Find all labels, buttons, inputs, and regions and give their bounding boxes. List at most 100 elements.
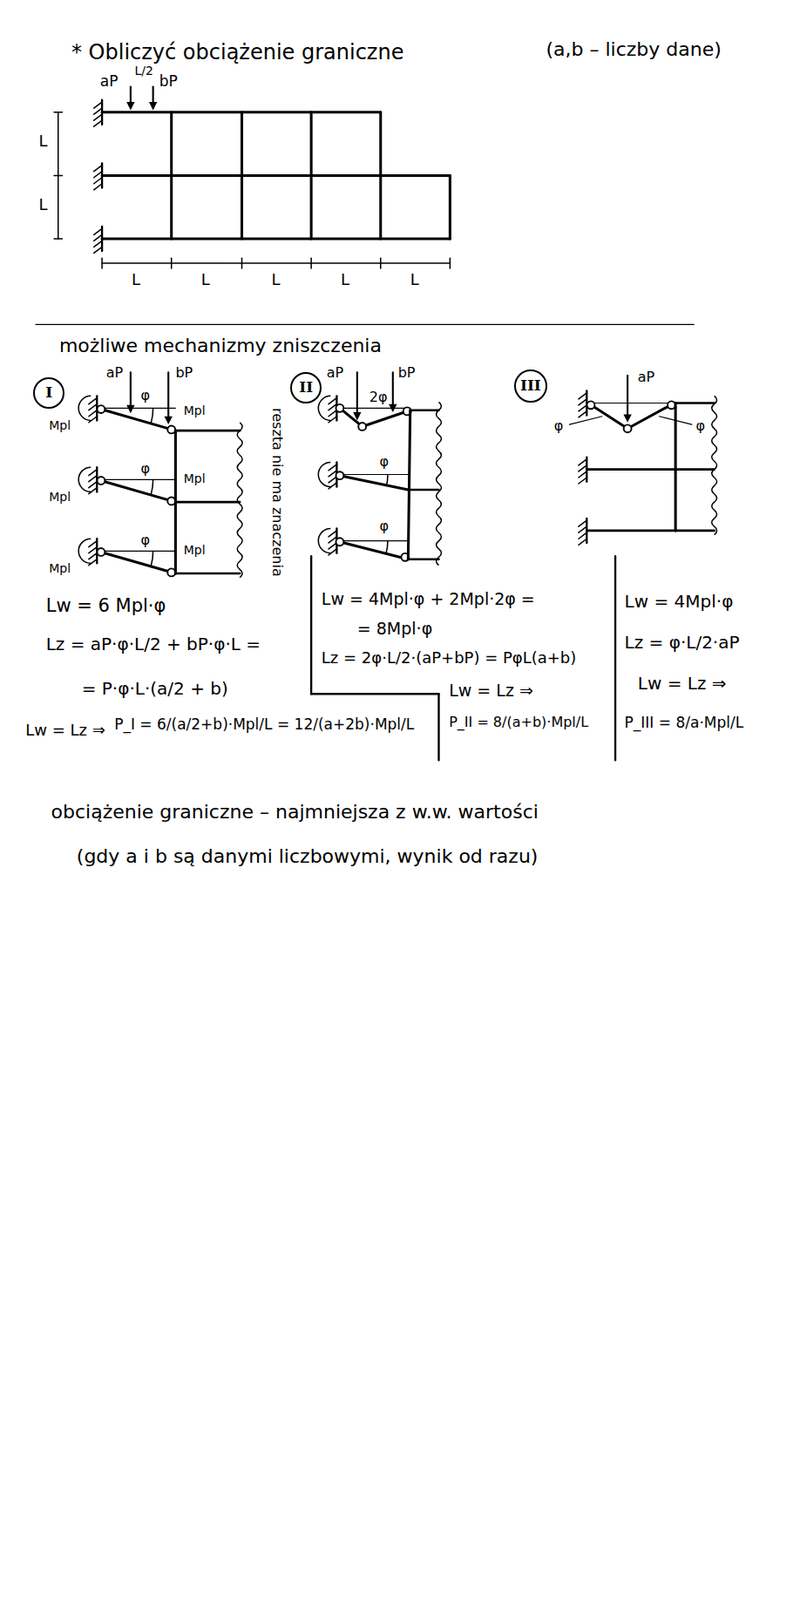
support-hatch — [578, 399, 587, 406]
support-hatch — [328, 410, 337, 417]
plastic-hinge — [623, 424, 632, 433]
label-text: aP — [326, 365, 344, 381]
deformed-beam — [101, 481, 176, 503]
dimension-tick — [241, 257, 244, 269]
label-text: Mpl — [183, 403, 206, 418]
member-line — [675, 401, 714, 405]
support-hatch — [578, 520, 587, 527]
support-hatch — [94, 114, 102, 121]
dimension-tick — [170, 257, 173, 269]
load-arrow — [626, 375, 629, 417]
member-line — [586, 467, 714, 471]
label-text: L — [340, 271, 350, 290]
label-text: Mpl — [48, 561, 71, 576]
plastic-hinge — [96, 405, 105, 414]
label-text: L/2 — [135, 63, 154, 78]
label-text: (gdy a i b są danymi liczbowymi, wynik o… — [76, 845, 539, 868]
divider-line — [437, 693, 440, 760]
support-hatch — [88, 404, 97, 411]
original-position — [336, 540, 408, 542]
member-line — [586, 529, 714, 533]
original-position — [586, 402, 676, 404]
divider-line — [310, 555, 312, 694]
plastic-hinge — [358, 422, 367, 431]
support-hatch — [328, 476, 337, 483]
support-hatch — [88, 398, 97, 405]
support-hatch — [88, 416, 97, 423]
label-text: φ — [696, 418, 706, 434]
label-text: P_I = 6/(a/2+b)·Mpl/L = 12/(a+2b)·Mpl/L — [114, 716, 434, 734]
support-hatch — [328, 464, 337, 471]
side-note: reszta nie ma znaczenia — [268, 407, 285, 577]
member-line — [169, 112, 173, 239]
frame-drawing — [54, 87, 450, 269]
label-text: aP — [100, 73, 119, 91]
support-hatch — [578, 459, 587, 466]
mechanism-number: II — [290, 372, 322, 404]
plastic-hinge — [335, 537, 344, 546]
load-arrow — [129, 372, 132, 407]
mechanism-number: III — [514, 369, 548, 403]
member-line — [101, 237, 450, 240]
support-hatch — [88, 559, 97, 566]
mechanism-two — [318, 372, 441, 565]
label-text: L — [38, 196, 48, 215]
deformed-beam — [339, 542, 408, 560]
deformed-beam — [589, 404, 628, 429]
original-position — [336, 474, 408, 475]
member-line — [175, 429, 240, 433]
label-text: Lz = φ·L/2·aP — [624, 632, 740, 653]
plastic-hinge — [96, 476, 105, 485]
arrow-head — [164, 416, 173, 425]
support-hatch — [88, 475, 97, 482]
load-arrow — [152, 87, 155, 105]
support-hatch — [94, 120, 102, 127]
label-text: φ — [141, 387, 151, 404]
cut-line — [711, 395, 718, 535]
label-text: aP — [637, 369, 655, 386]
original-position — [96, 407, 176, 409]
label-text: φ — [379, 454, 390, 470]
label-text: Lw = 4Mpl·φ — [624, 591, 734, 612]
label-text: bP — [159, 73, 178, 91]
support-hatch — [88, 547, 97, 554]
support-hatch — [328, 530, 337, 537]
rotation-arc — [150, 479, 153, 495]
member-line — [174, 430, 177, 574]
support-hatch — [578, 532, 587, 539]
moment-arc — [78, 395, 91, 421]
deformed-beam — [627, 404, 673, 429]
cut-line — [237, 422, 243, 578]
support-hatch — [94, 171, 102, 178]
label-text: φ — [554, 418, 564, 434]
label-text: Lw = 6 Mpl·φ — [46, 595, 167, 617]
node-text: II — [298, 379, 313, 395]
arrow-head — [126, 101, 135, 110]
label-text: bP — [175, 365, 193, 381]
support-hatch — [328, 416, 337, 423]
member-line — [175, 501, 240, 504]
arrow-head — [388, 404, 397, 413]
plastic-hinge — [167, 496, 176, 505]
label-text: bP — [398, 365, 416, 381]
mechanism-number: I — [33, 377, 65, 409]
label-text: aP — [106, 365, 123, 381]
label-text: = 8Mpl·φ — [357, 619, 433, 639]
label-text: 2φ — [369, 389, 388, 406]
plastic-hinge — [167, 426, 176, 434]
label-text: obciążenie graniczne – najmniejsza z w.w… — [51, 800, 539, 823]
support-hatch — [88, 488, 97, 495]
support-hatch — [94, 177, 102, 184]
load-arrow — [167, 372, 170, 419]
original-position — [96, 479, 176, 481]
plastic-hinge — [587, 400, 596, 409]
dimension-tick — [101, 257, 103, 269]
label-text: = P·φ·L·(a/2 + b) — [81, 678, 229, 699]
deformed-beam — [101, 551, 176, 574]
support-hatch — [94, 240, 102, 247]
support-hatch — [88, 481, 97, 489]
member-line — [240, 112, 244, 239]
support-hatch — [578, 526, 587, 533]
label-text: P_II = 8/(a+b)·Mpl/L — [448, 714, 613, 731]
